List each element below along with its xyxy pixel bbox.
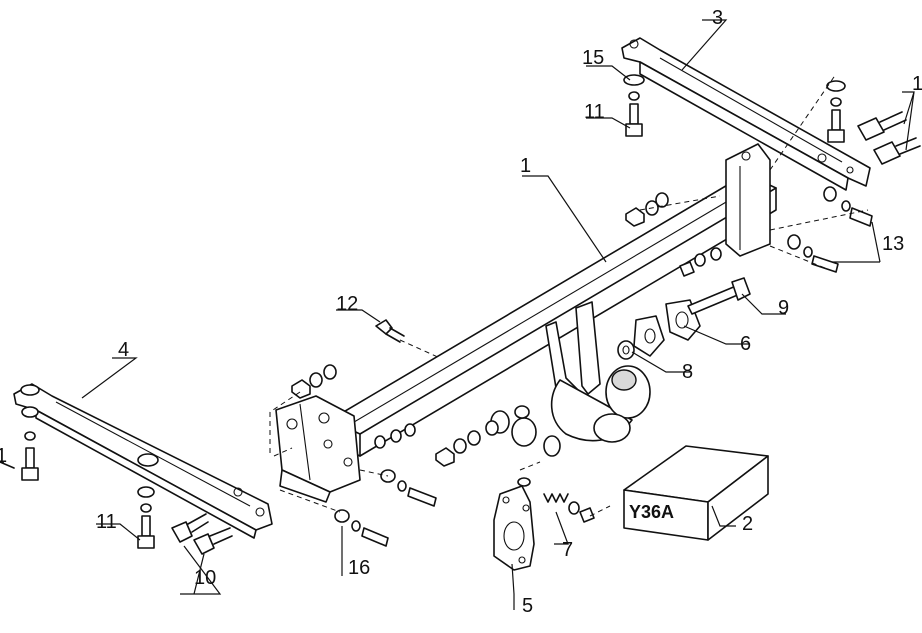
spring-and-nut: [543, 493, 595, 523]
callout-left-edge: 1: [0, 445, 7, 467]
callout-6: 6: [740, 333, 751, 355]
fasteners: [0, 74, 921, 555]
socket-plate: [493, 477, 535, 571]
callout-12: 12: [336, 293, 358, 315]
assembly-lines: [269, 73, 869, 517]
spacer-bush: [617, 340, 635, 360]
kit-box: Y36A: [623, 445, 769, 541]
callout-numbers: 1 2 3 4 5 6 7 8 9 10 11 11 12 13 15 16 1…: [0, 7, 922, 617]
callout-5: 5: [522, 595, 533, 617]
callout-1: 1: [520, 155, 531, 177]
callout-13: 13: [882, 233, 904, 255]
callout-4: 4: [118, 339, 129, 361]
main-crossbeam: [275, 143, 777, 503]
callout-3: 3: [712, 7, 723, 29]
callout-right-edge: 1: [912, 73, 922, 95]
callout-15: 15: [582, 47, 604, 69]
callout-9: 9: [778, 297, 789, 319]
callout-7: 7: [562, 539, 573, 561]
callout-2: 2: [742, 513, 753, 535]
bolt-9: [687, 277, 751, 315]
kit-box-code: Y36A: [629, 502, 674, 522]
callout-10: 10: [194, 567, 216, 589]
callout-11-top: 11: [584, 101, 605, 123]
ball-neck-assembly: [490, 301, 651, 457]
side-bracket-right: [621, 37, 871, 191]
callout-8: 8: [682, 361, 693, 383]
leader-lines: [0, 19, 915, 610]
side-bracket-left: [13, 383, 273, 539]
callout-16: 16: [348, 557, 370, 579]
callout-11-left: 11: [96, 511, 117, 533]
